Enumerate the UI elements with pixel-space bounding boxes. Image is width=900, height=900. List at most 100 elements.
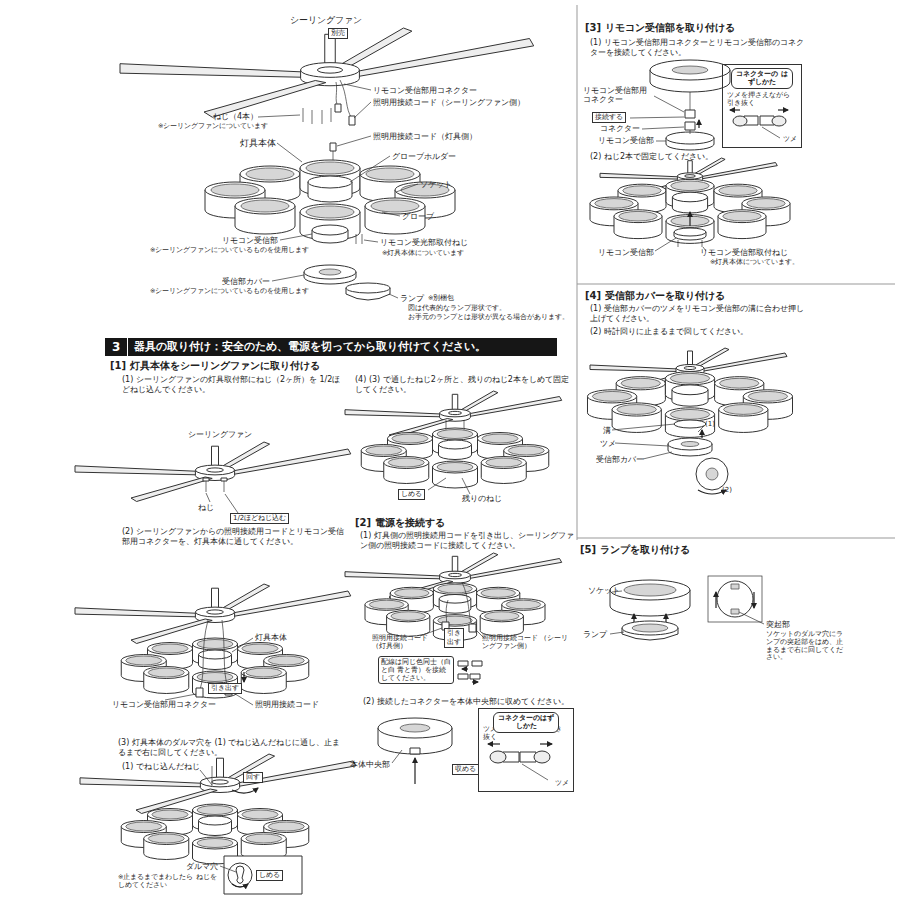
panel-heading: コネクターのはずしかた bbox=[493, 712, 559, 733]
step-4-illustration bbox=[588, 348, 793, 494]
tag-text: 回す bbox=[246, 773, 260, 781]
wiring-note: 配線は同じ色同士（白と白 青と青）を接続してください。 bbox=[378, 656, 454, 684]
connector-removal-sketch-part bbox=[534, 751, 550, 763]
step-2-2-illustration bbox=[378, 718, 452, 784]
part-label: 照明用接続コード （灯具側） bbox=[372, 634, 438, 651]
part-label: リモコン受信部 bbox=[222, 236, 278, 246]
part-label: リモコン受信部用コネクター bbox=[373, 86, 477, 96]
step-heading: [4] 受信部カバーを取り付ける bbox=[585, 290, 725, 302]
step-1-2-illustration-part bbox=[232, 692, 253, 705]
step-3-1-illustration-part bbox=[656, 141, 666, 142]
step-text: (4) (3) で通したねじ2ヶ所と、残りのねじ2本をしめて固定してください。 bbox=[355, 375, 570, 394]
connector-removal-sketch-right-part bbox=[772, 116, 786, 126]
step-1-3-illustration bbox=[80, 754, 356, 894]
instruction-tag: 接続する bbox=[592, 112, 626, 123]
step-4-illustration-part bbox=[674, 420, 706, 428]
exploded-view-part bbox=[120, 28, 534, 117]
step-5-illustration-part bbox=[633, 614, 634, 622]
step-3-2-illustration-part bbox=[674, 228, 706, 236]
note-text: ※シーリングファンについているものを使用します bbox=[150, 288, 309, 296]
step-2-1-illustration-part bbox=[458, 674, 468, 679]
separators-part bbox=[577, 538, 895, 539]
step-4-illustration-part bbox=[588, 372, 793, 438]
step-heading: [5] ランプを取り付ける bbox=[580, 544, 690, 556]
part-label: リモコン受光部取付ねじ bbox=[380, 238, 468, 248]
part-label: 照明用接続コード（シーリングファン側） bbox=[373, 98, 525, 108]
step-4-illustration-part bbox=[681, 442, 699, 447]
part-label: 照明用接続コード（灯具側） bbox=[373, 132, 477, 142]
step-5-illustration-part bbox=[753, 592, 754, 608]
step-1-4-illustration-part bbox=[464, 420, 465, 430]
part-label: 溝 bbox=[603, 426, 611, 435]
step-text: (2) 接続したコネクターを本体中央部に収めてください。 bbox=[363, 697, 578, 707]
exploded-view-part bbox=[258, 115, 300, 117]
part-label: ソケット bbox=[588, 586, 620, 595]
step-3-1-illustration-part bbox=[654, 96, 684, 112]
part-label: グローブホルダー bbox=[392, 152, 456, 162]
tag-text: しめる bbox=[259, 871, 280, 879]
exploded-view-part bbox=[331, 108, 332, 122]
connector-removal-sketch-part bbox=[540, 743, 552, 744]
step-1-3-illustration-part bbox=[212, 766, 213, 786]
exploded-view-part bbox=[364, 240, 378, 242]
step-1-1-illustration-part bbox=[206, 480, 207, 492]
instruction-tag: 収める bbox=[452, 764, 479, 775]
step-2-2-illustration-part bbox=[414, 758, 415, 784]
note-text: ※シーリングファンについているものを使用します bbox=[150, 247, 309, 255]
connector-removal-sketch-part bbox=[488, 743, 500, 744]
exploded-view-part bbox=[337, 136, 371, 146]
part-label: ダルマ穴 bbox=[186, 862, 218, 872]
step-text: (2) ねじ2本で固定してください。 bbox=[590, 152, 713, 162]
tag-text: 1/2ほどねじ込む bbox=[233, 514, 286, 522]
part-label: シーリングファン bbox=[290, 15, 362, 26]
step-heading: [1] 灯具本体をシーリングファンに取り付ける bbox=[110, 360, 320, 372]
exploded-view-part bbox=[319, 269, 341, 275]
step-4-illustration-part bbox=[696, 458, 728, 490]
section-band: 3器具の取り付け：安全のため、電源を切ってから取り付けてください。 bbox=[105, 338, 557, 356]
part-label: 灯具本体 bbox=[240, 138, 276, 148]
note-text: ※灯具本体についています。 bbox=[710, 259, 799, 267]
panel-text: ツメ bbox=[783, 136, 797, 144]
exploded-view-part bbox=[312, 225, 348, 235]
part-label: 受信部カバー bbox=[222, 277, 270, 287]
step-1-2-illustration-part bbox=[222, 620, 228, 688]
connector-removal-sketch-right-part bbox=[778, 109, 788, 110]
tag-text: 収める bbox=[455, 765, 476, 773]
step-5-illustration-part bbox=[665, 614, 666, 622]
exploded-view-part bbox=[330, 143, 336, 151]
part-label: リモコン受信部取付ねじ bbox=[700, 248, 788, 257]
step-2-2-illustration-part bbox=[410, 748, 420, 754]
note-text: お手元のランプとは形状が異なる場合があります。 bbox=[408, 314, 569, 322]
connector-removal-sketch bbox=[488, 744, 552, 780]
panel-heading-text: コネクターのはずしかた bbox=[498, 714, 554, 730]
step-3-2-illustration-part bbox=[590, 179, 790, 243]
exploded-view-part bbox=[272, 275, 304, 281]
step-5-illustration-part bbox=[731, 584, 739, 589]
connector-removal-sketch-part bbox=[490, 751, 506, 763]
exploded-view-part bbox=[350, 156, 390, 182]
note-text: ※灯具本体についています bbox=[382, 250, 464, 258]
step-4-illustration-part bbox=[698, 490, 726, 494]
part-label: リモコン受信部用コネクター bbox=[112, 700, 216, 710]
connector-removal-sketch-right-part bbox=[730, 109, 740, 110]
part-label: 灯具本体 bbox=[255, 633, 287, 643]
part-label: ねじ（4本） bbox=[213, 112, 258, 122]
step-1-3-illustration-part bbox=[232, 788, 258, 793]
part-label: グローブ bbox=[402, 212, 434, 222]
exploded-view-part bbox=[322, 110, 323, 124]
step-4-illustration-part bbox=[615, 443, 669, 446]
instruction-tag: しめる bbox=[256, 870, 283, 881]
step-4-illustration-part bbox=[706, 468, 718, 480]
step-1-4-illustration-part bbox=[361, 428, 549, 488]
step-2-1-illustration-part bbox=[472, 661, 482, 666]
step-heading: [2] 電源を接続する bbox=[355, 517, 445, 529]
step-4-illustration-part bbox=[612, 424, 675, 430]
tag-text: 引き出す bbox=[211, 684, 239, 692]
step-1-1-illustration bbox=[75, 442, 351, 513]
step-1-2-illustration-part bbox=[75, 584, 351, 644]
step-4-illustration-part bbox=[698, 426, 704, 432]
step-1-4-illustration-part bbox=[462, 478, 470, 494]
sold-separately-tag: 別売 bbox=[328, 28, 348, 39]
step-1-4-illustration bbox=[345, 391, 562, 494]
step-1-3-illustration-part bbox=[228, 863, 252, 887]
